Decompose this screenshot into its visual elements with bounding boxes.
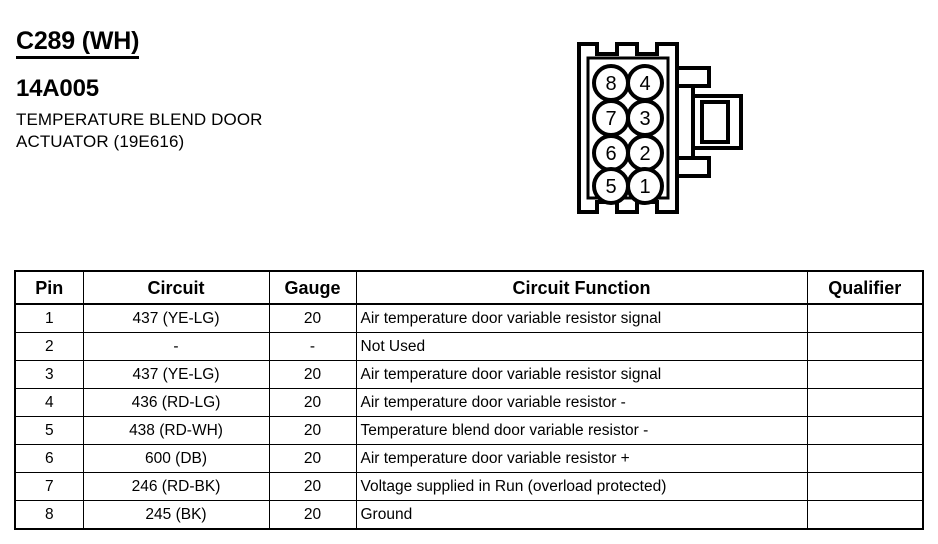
- cell-circuit: 437 (YE-LG): [82, 303, 270, 333]
- cell-function: Air temperature door variable resistor -: [355, 388, 808, 417]
- cell-function: Not Used: [355, 332, 808, 361]
- cell-qualifier: [806, 332, 924, 361]
- table-row: 6 600 (DB) 20 Air temperature door varia…: [14, 444, 924, 473]
- cell-pin: 8: [14, 500, 84, 530]
- cell-qualifier: [806, 360, 924, 389]
- pin-circle-1: [626, 167, 664, 205]
- pinout-table-body: 1 437 (YE-LG) 20 Air temperature door va…: [14, 303, 924, 530]
- cell-gauge: 20: [268, 444, 357, 473]
- connector-id-title: C289 (WH): [16, 28, 139, 59]
- cell-function: Ground: [355, 500, 808, 530]
- cell-function: Temperature blend door variable resistor…: [355, 416, 808, 445]
- column-header-gauge: Gauge: [268, 270, 357, 305]
- connector-upper-tab: [675, 66, 711, 88]
- connector-lower-tab: [675, 156, 711, 178]
- cell-qualifier: [806, 500, 924, 530]
- cell-pin: 7: [14, 472, 84, 501]
- cell-gauge: -: [268, 332, 357, 361]
- cell-pin: 5: [14, 416, 84, 445]
- part-description-line-1: TEMPERATURE BLEND DOOR: [16, 110, 263, 130]
- pin-label-4: 4: [639, 73, 650, 95]
- cell-function: Voltage supplied in Run (overload protec…: [355, 472, 808, 501]
- column-header-qualifier: Qualifier: [806, 270, 924, 305]
- cell-gauge: 20: [268, 416, 357, 445]
- part-description: TEMPERATURE BLEND DOOR ACTUATOR (19E616): [16, 109, 436, 153]
- part-description-line-2: ACTUATOR (19E616): [16, 132, 185, 152]
- part-number: 14A005: [16, 75, 99, 102]
- cell-circuit: 437 (YE-LG): [82, 360, 270, 389]
- table-row: 4 436 (RD-LG) 20 Air temperature door va…: [14, 388, 924, 417]
- table-row: 8 245 (BK) 20 Ground: [14, 500, 924, 530]
- pin-label-7: 7: [605, 108, 616, 130]
- pin-label-8: 8: [605, 73, 616, 95]
- cell-circuit: 438 (RD-WH): [82, 416, 270, 445]
- cell-qualifier: [806, 472, 924, 501]
- connector-header: C289 (WH) 14A005 TEMPERATURE BLEND DOOR …: [16, 28, 436, 153]
- pin-label-6: 6: [605, 143, 616, 165]
- connector-diagram: 8 4 7 3 6 2 5 1: [573, 38, 759, 229]
- connector-latch-arm: [675, 84, 695, 160]
- column-header-circuit-function: Circuit Function: [355, 270, 808, 305]
- cell-pin: 1: [14, 303, 84, 333]
- connector-face-view-svg: 8 4 7 3 6 2 5 1: [577, 42, 743, 214]
- column-header-pin: Pin: [14, 270, 84, 305]
- pin-label-1: 1: [639, 176, 650, 198]
- cell-gauge: 20: [268, 303, 357, 333]
- cell-pin: 2: [14, 332, 84, 361]
- pin-label-2: 2: [639, 143, 650, 165]
- cell-pin: 3: [14, 360, 84, 389]
- cell-circuit: -: [82, 332, 270, 361]
- cell-pin: 4: [14, 388, 84, 417]
- pinout-table: Pin Circuit Gauge Circuit Function Quali…: [14, 270, 924, 530]
- cell-gauge: 20: [268, 388, 357, 417]
- connector-latch-window: [700, 100, 730, 144]
- cell-circuit: 245 (BK): [82, 500, 270, 530]
- cell-circuit: 246 (RD-BK): [82, 472, 270, 501]
- table-row: 7 246 (RD-BK) 20 Voltage supplied in Run…: [14, 472, 924, 501]
- cell-gauge: 20: [268, 500, 357, 530]
- pin-label-3: 3: [639, 108, 650, 130]
- table-header-row: Pin Circuit Gauge Circuit Function Quali…: [14, 270, 924, 305]
- cell-qualifier: [806, 388, 924, 417]
- pinout-table-container: Pin Circuit Gauge Circuit Function Quali…: [14, 270, 924, 530]
- cell-function: Air temperature door variable resistor s…: [355, 360, 808, 389]
- cell-function: Air temperature door variable resistor s…: [355, 303, 808, 333]
- pin-number-labels: 8 4 7 3 6 2 5 1: [605, 73, 650, 198]
- cell-qualifier: [806, 416, 924, 445]
- cell-gauge: 20: [268, 472, 357, 501]
- column-header-circuit: Circuit: [82, 270, 270, 305]
- cell-circuit: 436 (RD-LG): [82, 388, 270, 417]
- cell-function: Air temperature door variable resistor +: [355, 444, 808, 473]
- cell-qualifier: [806, 303, 924, 333]
- table-row: 3 437 (YE-LG) 20 Air temperature door va…: [14, 360, 924, 389]
- table-row: 1 437 (YE-LG) 20 Air temperature door va…: [14, 303, 924, 333]
- cell-pin: 6: [14, 444, 84, 473]
- cell-qualifier: [806, 444, 924, 473]
- pin-group-right-column: [626, 64, 664, 205]
- cell-circuit: 600 (DB): [82, 444, 270, 473]
- table-row: 2 - - Not Used: [14, 332, 924, 361]
- cell-gauge: 20: [268, 360, 357, 389]
- table-row: 5 438 (RD-WH) 20 Temperature blend door …: [14, 416, 924, 445]
- pin-label-5: 5: [605, 176, 616, 198]
